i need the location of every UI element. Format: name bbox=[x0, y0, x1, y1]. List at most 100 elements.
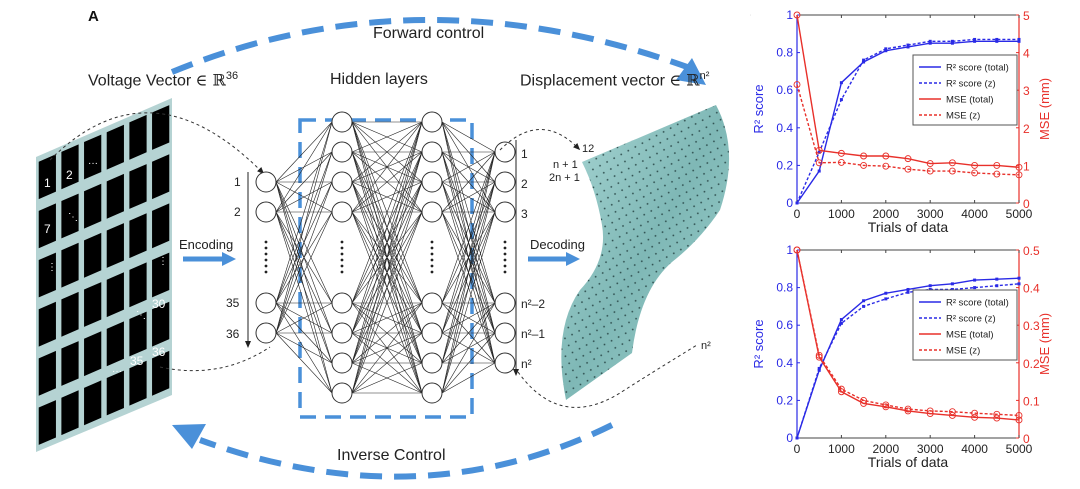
data-point bbox=[882, 403, 890, 411]
nn-connection bbox=[275, 121, 333, 213]
electrode-cell bbox=[106, 272, 124, 318]
inverse-control-arrow bbox=[198, 422, 614, 480]
nn-connection bbox=[351, 121, 423, 364]
nn-ellipsis-dot bbox=[264, 252, 268, 256]
data-point bbox=[906, 43, 910, 47]
x-tick-label: 3000 bbox=[917, 442, 944, 456]
series-1 bbox=[795, 282, 1021, 440]
data-point bbox=[837, 149, 845, 157]
data-point bbox=[971, 413, 979, 421]
electrode-cell bbox=[129, 213, 147, 259]
left-y-tick-label: 0 bbox=[786, 431, 793, 445]
data-point bbox=[995, 277, 999, 281]
input-index: 36 bbox=[226, 327, 240, 341]
data-point bbox=[860, 396, 868, 404]
nn-ellipsis-dot bbox=[340, 264, 344, 268]
left-y-tick-label: 0.6 bbox=[776, 318, 793, 332]
electrode-grid-panel bbox=[36, 98, 172, 452]
nn-neuron bbox=[421, 111, 443, 133]
right-y-tick-label: 3 bbox=[1023, 84, 1030, 98]
data-point bbox=[839, 98, 843, 102]
right-y-tick-label: 0 bbox=[1023, 197, 1030, 211]
data-point bbox=[815, 146, 823, 154]
data-point bbox=[993, 410, 1001, 418]
chart-panel-b: B010002000300040005000Trials of data00.2… bbox=[750, 5, 1052, 235]
data-point bbox=[993, 170, 1001, 178]
series-line bbox=[796, 249, 1020, 421]
legend-entry: R² score (total) bbox=[946, 298, 1009, 309]
displacement-set: ∈ ℝ bbox=[669, 70, 700, 90]
nn-neuron bbox=[331, 201, 353, 223]
data-point bbox=[882, 401, 890, 409]
electrode-cell bbox=[38, 154, 56, 200]
data-point bbox=[795, 201, 799, 205]
right-y-tick-label: 0.5 bbox=[1023, 244, 1040, 258]
voltage-set: ∈ ℝ bbox=[195, 70, 226, 90]
input-index: 35 bbox=[226, 296, 240, 310]
x-tick-label: 5000 bbox=[1006, 207, 1033, 221]
nn-connection bbox=[351, 211, 423, 394]
grid-cell-label: 35 bbox=[130, 354, 144, 368]
electrode-cell bbox=[38, 252, 56, 298]
nn-ellipsis-dot bbox=[430, 264, 434, 268]
left-y-tick-label: 0.2 bbox=[776, 393, 793, 407]
panel-label-b: B bbox=[750, 5, 751, 22]
nn-ellipsis-dot bbox=[340, 246, 344, 250]
series-1 bbox=[795, 37, 1021, 205]
nn-neuron bbox=[421, 171, 443, 193]
nn-neuron bbox=[331, 292, 353, 314]
nn-connection bbox=[275, 211, 333, 394]
chart-legend: R² score (total)R² score (z)MSE (total)M… bbox=[912, 54, 1018, 126]
data-point bbox=[926, 167, 934, 175]
nn-connections bbox=[275, 121, 496, 394]
electrode-cell bbox=[61, 242, 79, 288]
data-point bbox=[973, 39, 977, 43]
data-point bbox=[862, 58, 866, 62]
electrode-cell bbox=[61, 144, 79, 190]
electrode-cell bbox=[38, 203, 56, 249]
electrode-cell bbox=[129, 311, 147, 357]
electrode-cell bbox=[152, 301, 170, 347]
series-line bbox=[796, 84, 1020, 176]
grid-cell-label: ··· bbox=[88, 158, 98, 169]
right-y-tick-label: 0 bbox=[1023, 432, 1030, 446]
data-point bbox=[995, 37, 999, 41]
data-point bbox=[862, 299, 866, 303]
nn-connection bbox=[441, 302, 496, 394]
left-y-tick-label: 0.8 bbox=[776, 281, 793, 295]
x-tick-label: 0 bbox=[794, 207, 801, 221]
data-point bbox=[793, 11, 801, 19]
electrode-cell bbox=[84, 232, 102, 278]
x-tick-label: 3000 bbox=[917, 207, 944, 221]
nn-connection bbox=[275, 181, 333, 213]
data-point bbox=[926, 407, 934, 415]
data-point bbox=[904, 165, 912, 173]
legend-entry: MSE (total) bbox=[946, 95, 994, 106]
panel-a-diagram bbox=[36, 17, 730, 480]
nn-connection bbox=[441, 151, 496, 304]
x-tick-label: 0 bbox=[794, 442, 801, 456]
nn-connection bbox=[275, 302, 333, 334]
electrode-cell bbox=[38, 301, 56, 347]
x-tick-label: 1000 bbox=[828, 442, 855, 456]
electrode-cell bbox=[129, 114, 147, 160]
output-index: 1 bbox=[521, 147, 528, 161]
electrode-cell bbox=[106, 124, 124, 170]
data-point bbox=[882, 162, 890, 170]
series-3 bbox=[793, 246, 1023, 419]
series-line bbox=[796, 14, 1020, 168]
output-index: 3 bbox=[521, 207, 528, 221]
chart-panel-c: C010002000300040005000Trials of data00.2… bbox=[751, 243, 1052, 470]
data-point bbox=[948, 411, 956, 419]
data-point bbox=[906, 45, 910, 49]
nn-neuron bbox=[494, 292, 516, 314]
data-point bbox=[1015, 411, 1023, 419]
right-y-tick-label: 2 bbox=[1023, 122, 1030, 136]
electrode-cell bbox=[129, 262, 147, 308]
data-point bbox=[1017, 276, 1021, 280]
nn-connection bbox=[351, 121, 423, 153]
electrode-cell bbox=[61, 193, 79, 239]
nn-connection bbox=[275, 121, 333, 334]
nn-neuron bbox=[494, 171, 516, 193]
panel-label-a: A bbox=[88, 8, 99, 25]
